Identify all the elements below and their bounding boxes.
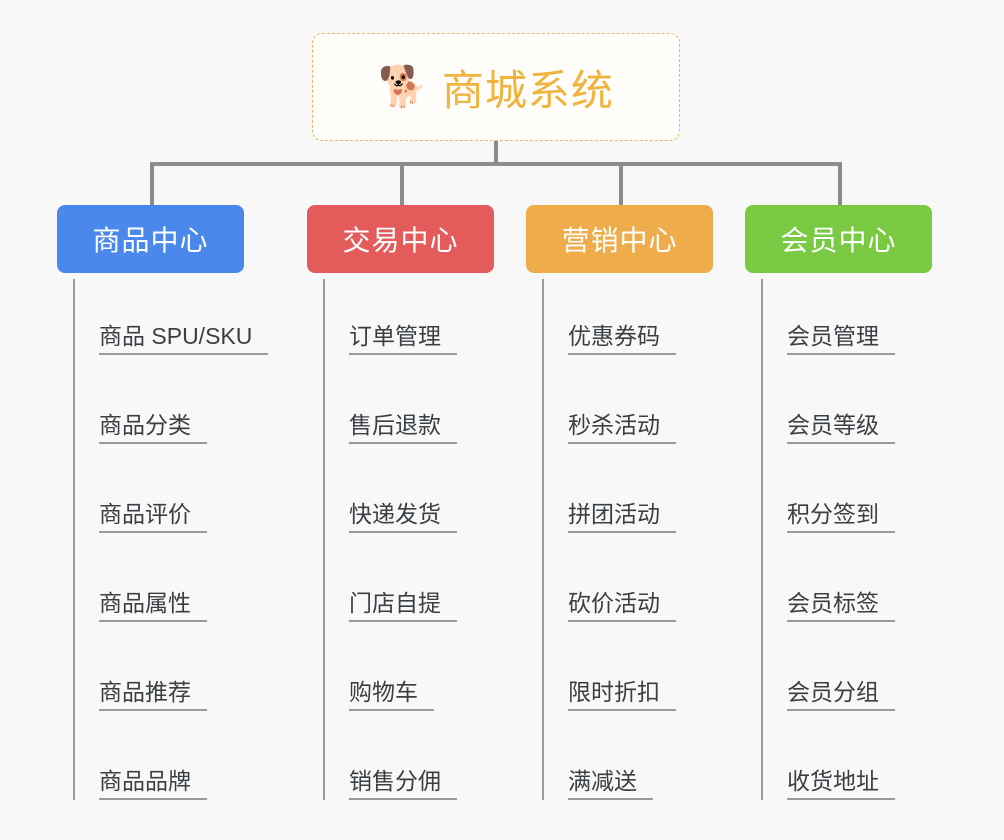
leaf-item-label: 积分签到 (787, 501, 895, 533)
category-header-1[interactable]: 商品中心 (57, 205, 244, 273)
leaf-item[interactable]: 商品 SPU/SKU (75, 321, 269, 355)
leaf-item[interactable]: 商品推荐 (75, 677, 207, 711)
leaf-item-label: 订单管理 (349, 323, 457, 355)
category-header-4[interactable]: 会员中心 (745, 205, 932, 273)
leaf-item-label: 收货地址 (787, 768, 895, 800)
leaf-item-label: 限时折扣 (568, 679, 676, 711)
column-spine (761, 279, 763, 800)
category-header-label: 会员中心 (780, 225, 897, 256)
leaf-item-label: 会员分组 (787, 679, 895, 711)
leaf-item-label: 砍价活动 (568, 590, 676, 622)
leaf-item-label: 门店自提 (349, 590, 457, 622)
leaf-item-label: 商品评价 (99, 501, 207, 533)
leaf-item-label: 商品品牌 (99, 768, 207, 800)
leaf-item[interactable]: 满减送 (544, 766, 653, 800)
leaf-item[interactable]: 会员标签 (763, 588, 895, 622)
leaf-item[interactable]: 砍价活动 (544, 588, 676, 622)
leaf-item-label: 商品 SPU/SKU (99, 323, 269, 355)
category-header-label: 商品中心 (92, 225, 209, 256)
category-header-3[interactable]: 营销中心 (526, 205, 713, 273)
leaf-item-label: 快递发货 (349, 501, 457, 533)
root-title: 商城系统 (441, 66, 614, 114)
leaf-item[interactable]: 限时折扣 (544, 677, 676, 711)
leaf-item-label: 秒杀活动 (568, 412, 676, 444)
shiba-dog-icon: 🐕 (378, 65, 428, 109)
column-spine (73, 279, 75, 800)
leaf-item[interactable]: 销售分佣 (325, 766, 457, 800)
leaf-item[interactable]: 收货地址 (763, 766, 895, 800)
leaf-item[interactable]: 商品属性 (75, 588, 207, 622)
leaf-item[interactable]: 商品分类 (75, 410, 207, 444)
leaf-item[interactable]: 快递发货 (325, 499, 457, 533)
branch-drop-2 (400, 162, 404, 205)
leaf-item[interactable]: 优惠券码 (544, 321, 676, 355)
leaf-item-label: 售后退款 (349, 412, 457, 444)
leaf-item[interactable]: 积分签到 (763, 499, 895, 533)
leaf-item-label: 销售分佣 (349, 768, 457, 800)
leaf-item[interactable]: 订单管理 (325, 321, 457, 355)
leaf-item-label: 会员管理 (787, 323, 895, 355)
leaf-item[interactable]: 门店自提 (325, 588, 457, 622)
column-spine (323, 279, 325, 800)
leaf-item-label: 优惠券码 (568, 323, 676, 355)
category-header-label: 营销中心 (561, 225, 678, 256)
leaf-item[interactable]: 商品评价 (75, 499, 207, 533)
leaf-item[interactable]: 购物车 (325, 677, 434, 711)
leaf-item-label: 商品推荐 (99, 679, 207, 711)
root-stem (494, 141, 498, 166)
branch-drop-3 (619, 162, 623, 205)
horizontal-bus (150, 162, 842, 166)
category-header-2[interactable]: 交易中心 (307, 205, 494, 273)
leaf-item-label: 商品分类 (99, 412, 207, 444)
leaf-item[interactable]: 拼团活动 (544, 499, 676, 533)
root-node[interactable]: 🐕 商城系统 (312, 33, 680, 141)
leaf-item-label: 满减送 (568, 768, 653, 800)
column-spine (542, 279, 544, 800)
leaf-item-label: 商品属性 (99, 590, 207, 622)
leaf-item[interactable]: 售后退款 (325, 410, 457, 444)
leaf-item[interactable]: 商品品牌 (75, 766, 207, 800)
category-header-label: 交易中心 (342, 225, 459, 256)
leaf-item[interactable]: 秒杀活动 (544, 410, 676, 444)
leaf-item-label: 购物车 (349, 679, 434, 711)
leaf-item[interactable]: 会员等级 (763, 410, 895, 444)
branch-drop-4 (838, 162, 842, 205)
leaf-item-label: 会员等级 (787, 412, 895, 444)
leaf-item-label: 会员标签 (787, 590, 895, 622)
leaf-item-label: 拼团活动 (568, 501, 676, 533)
leaf-item[interactable]: 会员分组 (763, 677, 895, 711)
branch-drop-1 (150, 162, 154, 205)
leaf-item[interactable]: 会员管理 (763, 321, 895, 355)
